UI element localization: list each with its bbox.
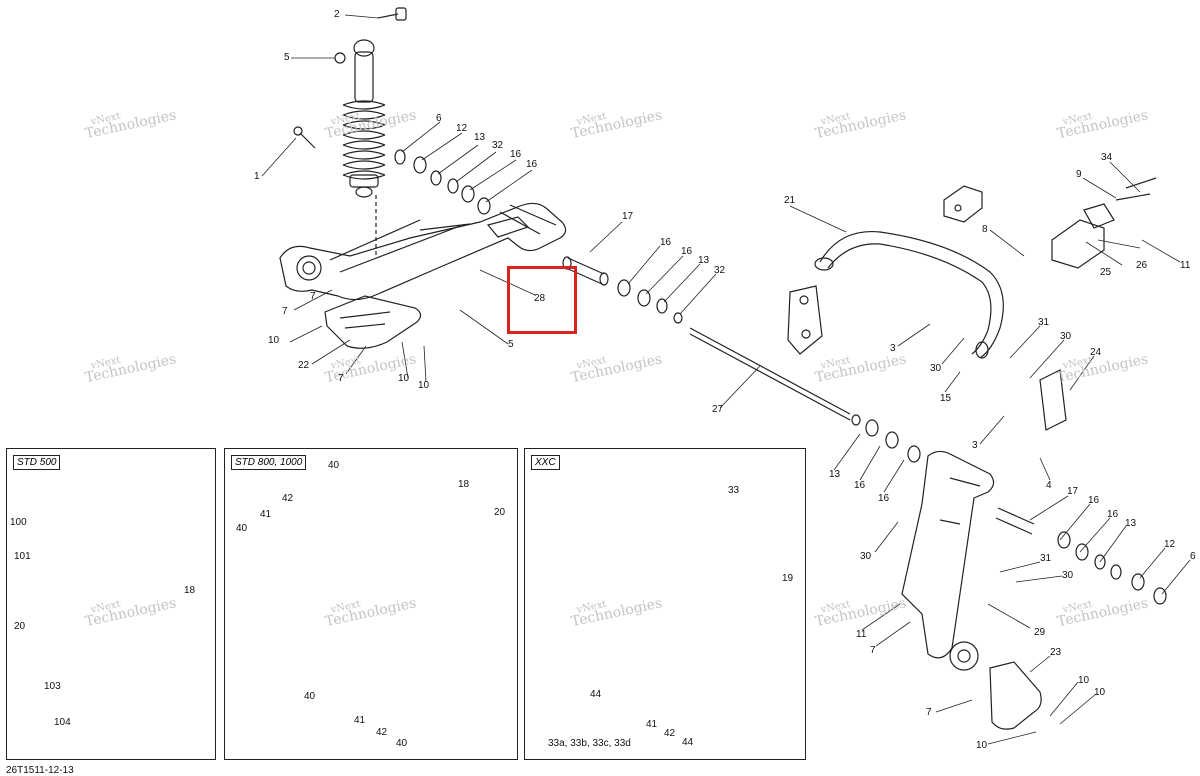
callout-label: 23 bbox=[1050, 647, 1062, 658]
panel-tag: XXC bbox=[531, 455, 560, 470]
callout-label: 10 bbox=[268, 335, 280, 346]
callout-label: 10 bbox=[398, 373, 410, 384]
callout-label: 20 bbox=[494, 507, 506, 518]
callout-label: 101 bbox=[14, 551, 31, 562]
callout-label: 7 bbox=[870, 645, 876, 656]
callout-label: 11 bbox=[856, 629, 867, 640]
callout-label: 5 bbox=[508, 339, 514, 350]
callout-label: 10 bbox=[976, 740, 988, 751]
callout-label: 19 bbox=[782, 573, 794, 584]
callout-label: 30 bbox=[860, 551, 872, 562]
callout-label: 10 bbox=[418, 380, 430, 391]
callout-label: 13 bbox=[698, 255, 710, 266]
callout-label: 103 bbox=[44, 681, 61, 692]
callout-label: 16 bbox=[854, 480, 866, 491]
right-brackets bbox=[787, 185, 1115, 431]
callout-label: 29 bbox=[1034, 627, 1046, 638]
callout-label: 3 bbox=[972, 440, 978, 451]
callout-label: 12 bbox=[1164, 539, 1176, 550]
callout-label: 6 bbox=[436, 113, 442, 124]
callout-label: 32 bbox=[714, 265, 726, 276]
highlight-box bbox=[507, 266, 577, 334]
callout-label: 7 bbox=[282, 306, 288, 317]
callout-label: 33a, 33b, 33c, 33d bbox=[548, 738, 631, 749]
callout-label: 30 bbox=[930, 363, 942, 374]
callout-label: 2 bbox=[334, 9, 340, 20]
diagram-id: 26T1511-12-13 bbox=[6, 765, 74, 776]
lower-swing-arm bbox=[901, 450, 1167, 730]
callout-label: 13 bbox=[474, 132, 486, 143]
callout-label: 10 bbox=[1094, 687, 1106, 698]
callout-label: 40 bbox=[328, 460, 340, 471]
callout-label: 20 bbox=[14, 621, 26, 632]
callout-label: 42 bbox=[376, 727, 388, 738]
callout-label: 34 bbox=[1101, 152, 1113, 163]
callout-label: 15 bbox=[940, 393, 952, 404]
callout-label: 30 bbox=[1060, 331, 1072, 342]
callout-label: 33 bbox=[728, 485, 740, 496]
sway-bar bbox=[814, 230, 1004, 359]
callout-label: 18 bbox=[458, 479, 470, 490]
callout-label: 22 bbox=[298, 360, 310, 371]
top-bushing-stack bbox=[394, 149, 491, 215]
callout-label: 100 bbox=[10, 517, 27, 528]
panel-std-800-1000: STD 800, 1000 bbox=[224, 448, 518, 760]
callout-label: 7 bbox=[338, 373, 344, 384]
callout-label: 8 bbox=[982, 224, 988, 235]
callout-label: 9 bbox=[1076, 169, 1082, 180]
callout-label: 3 bbox=[890, 343, 896, 354]
callout-label: 31 bbox=[1038, 317, 1050, 328]
top-shock-absorber bbox=[293, 7, 407, 198]
callout-label: 7 bbox=[926, 707, 932, 718]
callout-label: 24 bbox=[1090, 347, 1102, 358]
callout-label: 17 bbox=[1067, 486, 1079, 497]
panel-xxc: XXC bbox=[524, 448, 806, 760]
callout-label: 13 bbox=[829, 469, 841, 480]
skid-plate bbox=[324, 295, 422, 349]
callout-label: 31 bbox=[1040, 553, 1052, 564]
callout-label: 10 bbox=[1078, 675, 1090, 686]
callout-label: 25 bbox=[1100, 267, 1112, 278]
callout-label: 27 bbox=[712, 404, 724, 415]
panel-std-500: STD 500 bbox=[6, 448, 216, 760]
callout-label: 40 bbox=[304, 691, 316, 702]
callout-label: 16 bbox=[526, 159, 538, 170]
callout-label: 13 bbox=[1125, 518, 1137, 529]
callout-label: 42 bbox=[664, 728, 676, 739]
callout-label: 5 bbox=[284, 52, 290, 63]
callout-label: 18 bbox=[184, 585, 196, 596]
pivot-parts bbox=[562, 256, 921, 463]
callout-label: 41 bbox=[354, 715, 366, 726]
panel-tag: STD 800, 1000 bbox=[231, 455, 307, 470]
panel-tag: STD 500 bbox=[13, 455, 61, 470]
callout-label: 21 bbox=[784, 195, 796, 206]
callout-label: 11 bbox=[1180, 260, 1191, 271]
callout-label: 16 bbox=[878, 493, 890, 504]
callout-label: 4 bbox=[1046, 480, 1052, 491]
callout-label: 104 bbox=[54, 717, 71, 728]
callout-label: 44 bbox=[682, 737, 694, 748]
callout-label: 26 bbox=[1136, 260, 1148, 271]
callout-label: 30 bbox=[1062, 570, 1074, 581]
callout-label: 32 bbox=[492, 140, 504, 151]
callout-label: 1 bbox=[254, 171, 260, 182]
callout-label: 6 bbox=[1190, 551, 1196, 562]
callout-label: 16 bbox=[1107, 509, 1119, 520]
callout-label: 41 bbox=[646, 719, 658, 730]
callout-label: 42 bbox=[282, 493, 294, 504]
callout-label: 40 bbox=[236, 523, 248, 534]
callout-label: 28 bbox=[534, 293, 546, 304]
callout-label: 16 bbox=[510, 149, 522, 160]
callout-label: 7 bbox=[310, 291, 316, 302]
callout-label: 16 bbox=[660, 237, 672, 248]
callout-label: 40 bbox=[396, 738, 408, 749]
callout-label: 12 bbox=[456, 123, 468, 134]
callout-label: 17 bbox=[622, 211, 634, 222]
callout-label: 44 bbox=[590, 689, 602, 700]
callout-label: 41 bbox=[260, 509, 272, 520]
callout-label: 16 bbox=[1088, 495, 1100, 506]
callout-label: 16 bbox=[681, 246, 693, 257]
swing-arm bbox=[279, 202, 567, 301]
